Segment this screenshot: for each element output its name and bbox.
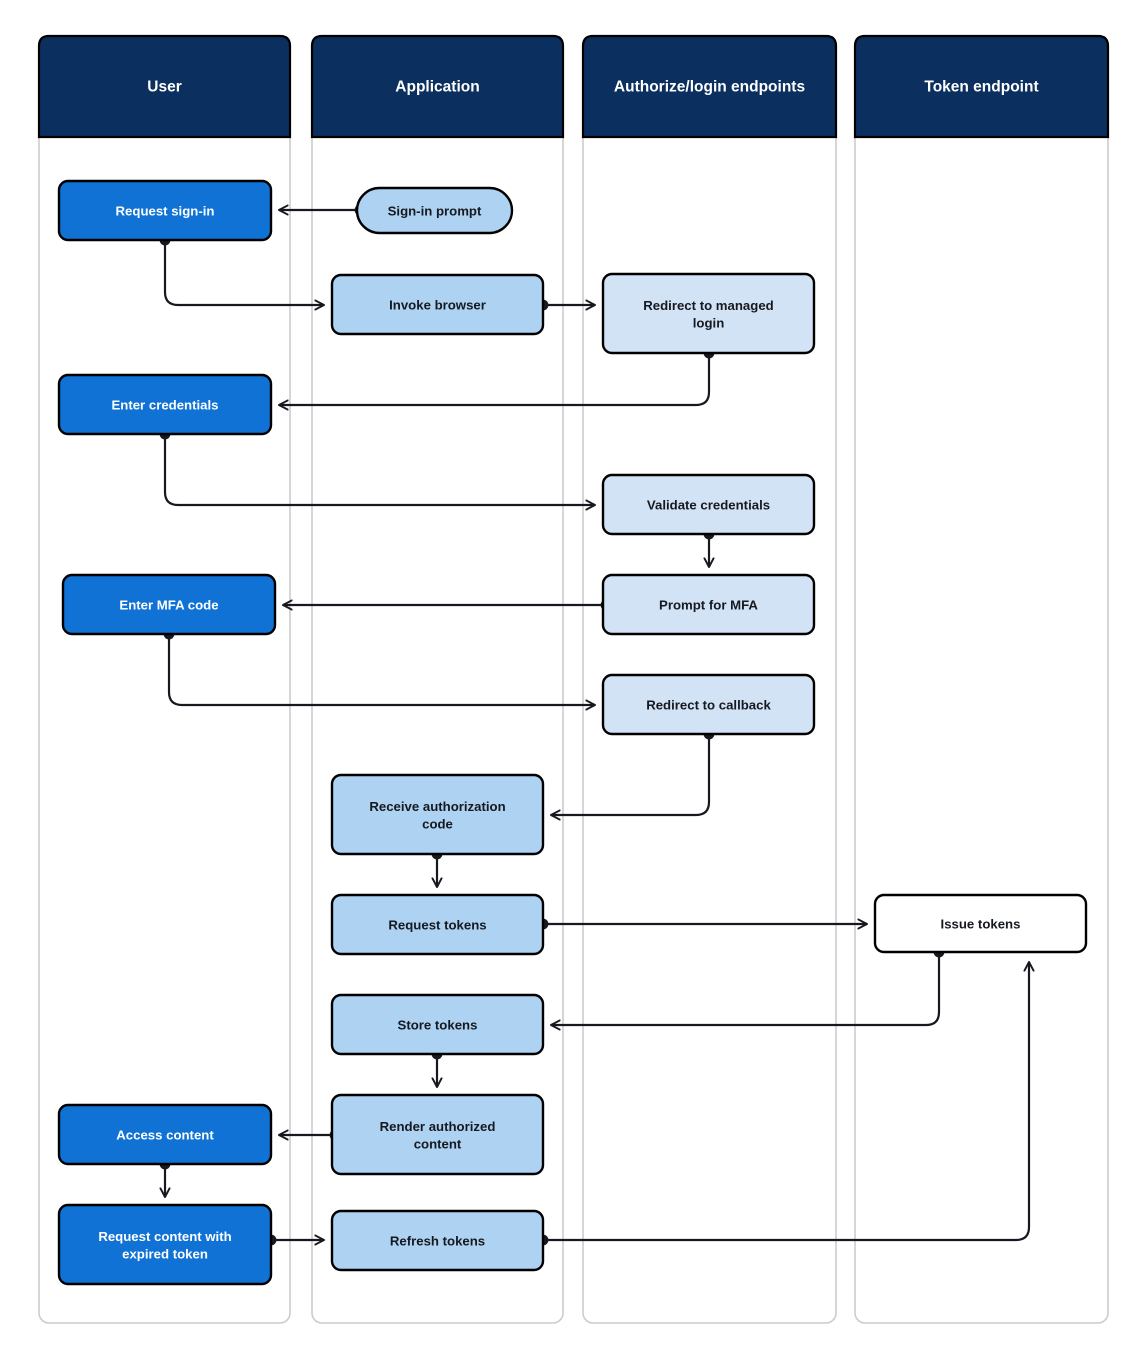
node-invoke-browser[interactable]: Invoke browser xyxy=(330,273,545,336)
node-label-redirect-managed-login-line1: Redirect to managed xyxy=(643,298,773,313)
node-shape-store-tokens[interactable] xyxy=(330,993,545,1056)
node-label-request-signin: Request sign-in xyxy=(116,204,215,219)
swimlane-title-user: User xyxy=(147,79,181,96)
node-refresh-tokens[interactable]: Refresh tokens xyxy=(330,1209,545,1272)
node-issue-tokens[interactable]: Issue tokens xyxy=(873,893,1088,954)
node-label-render-authorized-line1: Render authorized xyxy=(380,1119,496,1134)
node-label-request-tokens: Request tokens xyxy=(388,918,486,933)
node-render-authorized[interactable]: Render authorized content xyxy=(330,1093,545,1176)
swimlane-title-authorize-login-endpoints: Authorize/login endpoints xyxy=(614,79,805,96)
node-label-access-content: Access content xyxy=(116,1128,214,1143)
node-label-invoke-browser: Invoke browser xyxy=(389,298,486,313)
node-label-receive-auth-code-line2: code xyxy=(422,816,453,831)
node-enter-credentials[interactable]: Enter credentials xyxy=(57,373,273,436)
node-shape-enter-mfa-code[interactable] xyxy=(61,573,277,636)
node-shape-request-expired[interactable] xyxy=(57,1203,273,1286)
swimlane-title-application: Application xyxy=(395,79,479,96)
edge-path-e-redirect-to-enter-credentials xyxy=(279,353,711,405)
node-label-request-expired-line1: Request content with xyxy=(98,1229,231,1244)
node-shape-access-content[interactable] xyxy=(57,1103,273,1166)
edge-path-e-refresh-to-issue-tokens xyxy=(543,962,1029,1242)
node-label-refresh-tokens: Refresh tokens xyxy=(390,1234,485,1249)
node-shape-receive-auth-code[interactable] xyxy=(330,773,545,856)
node-label-validate-credentials: Validate credentials xyxy=(647,498,770,513)
edge-path-e-issue-tokens-to-store-tokens xyxy=(551,952,941,1025)
edge-path-e-callback-to-receive-code xyxy=(551,734,711,815)
node-receive-auth-code[interactable]: Receive authorization code xyxy=(330,773,545,856)
node-label-redirect-to-callback: Redirect to callback xyxy=(646,698,771,713)
node-shape-signin-prompt[interactable] xyxy=(355,186,514,235)
node-shape-prompt-for-mfa[interactable] xyxy=(601,573,816,636)
swimlane-header-token-endpoint xyxy=(853,34,1110,139)
node-prompt-for-mfa[interactable]: Prompt for MFA xyxy=(601,573,816,636)
node-label-store-tokens: Store tokens xyxy=(398,1018,478,1033)
node-label-signin-prompt: Sign-in prompt xyxy=(388,204,482,219)
node-label-prompt-for-mfa: Prompt for MFA xyxy=(659,598,758,613)
swimlane-header-application xyxy=(310,34,565,139)
node-access-content[interactable]: Access content xyxy=(57,1103,273,1166)
node-shape-refresh-tokens[interactable] xyxy=(330,1209,545,1272)
node-shape-enter-credentials[interactable] xyxy=(57,373,273,436)
node-store-tokens[interactable]: Store tokens xyxy=(330,993,545,1056)
swimlane-token-endpoint: Token endpoint xyxy=(853,34,1110,1324)
swimlane-header-user xyxy=(37,34,292,139)
swimlane-header-authorize-login-endpoints xyxy=(581,34,838,139)
node-shape-redirect-managed-login[interactable] xyxy=(601,272,816,355)
node-shape-redirect-to-callback[interactable] xyxy=(601,673,816,736)
node-validate-credentials[interactable]: Validate credentials xyxy=(601,473,816,536)
node-shape-request-tokens[interactable] xyxy=(330,893,545,956)
node-shape-render-authorized[interactable] xyxy=(330,1093,545,1176)
node-request-expired[interactable]: Request content with expired token xyxy=(57,1203,273,1286)
edge-path-e-credentials-to-validate xyxy=(163,434,595,505)
node-label-enter-mfa-code: Enter MFA code xyxy=(119,598,218,613)
node-redirect-to-callback[interactable]: Redirect to callback xyxy=(601,673,816,736)
node-shape-validate-credentials[interactable] xyxy=(601,473,816,536)
node-redirect-managed-login[interactable]: Redirect to managed login xyxy=(601,272,816,355)
node-label-request-expired-line2: expired token xyxy=(122,1246,208,1261)
edge-path-e-enter-mfa-to-callback xyxy=(167,634,595,705)
node-shape-issue-tokens[interactable] xyxy=(873,893,1088,954)
node-label-render-authorized-line2: content xyxy=(414,1136,462,1151)
node-label-redirect-managed-login-line2: login xyxy=(693,315,725,330)
node-label-enter-credentials: Enter credentials xyxy=(111,398,218,413)
node-shape-invoke-browser[interactable] xyxy=(330,273,545,336)
node-enter-mfa-code[interactable]: Enter MFA code xyxy=(61,573,277,636)
edge-path-e-request-signin-to-invoke-browser xyxy=(163,240,324,305)
node-request-tokens[interactable]: Request tokens xyxy=(330,893,545,956)
swimlane-body-token-endpoint xyxy=(854,126,1109,1324)
node-label-issue-tokens: Issue tokens xyxy=(941,917,1021,932)
node-request-signin[interactable]: Request sign-in xyxy=(57,179,273,242)
node-shape-request-signin[interactable] xyxy=(57,179,273,242)
node-label-receive-auth-code-line1: Receive authorization xyxy=(369,799,505,814)
node-signin-prompt[interactable]: Sign-in prompt xyxy=(355,186,514,235)
swimlane-title-token-endpoint: Token endpoint xyxy=(924,79,1038,96)
